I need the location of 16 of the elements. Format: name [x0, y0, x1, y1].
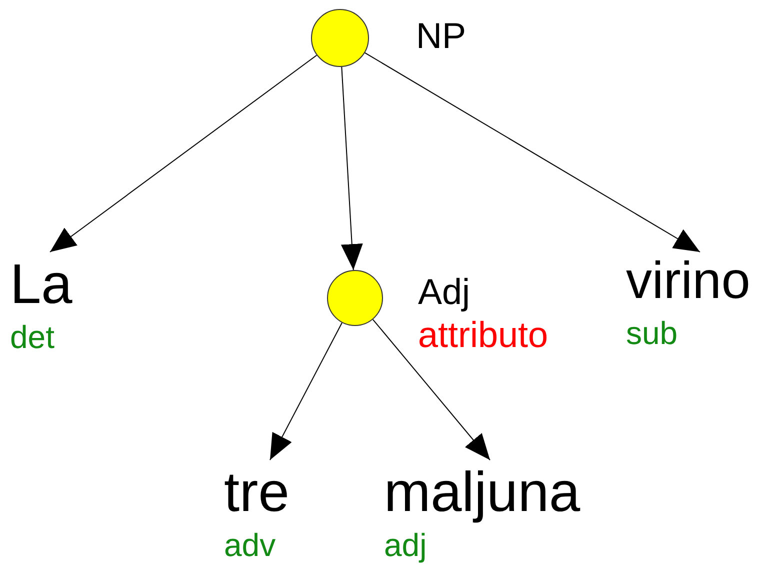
word-label: virino [626, 252, 750, 312]
arrow [364, 52, 700, 252]
arrow [270, 322, 342, 460]
function-label: attributo [418, 313, 548, 356]
phrase-label: NP [416, 14, 466, 58]
arrow [340, 66, 363, 271]
role-label: sub [626, 316, 678, 351]
role-label: det [10, 320, 54, 356]
word-label: maljuna [384, 460, 580, 524]
arrow [372, 319, 490, 460]
role-label: adj [384, 528, 427, 564]
phrase-label: Adj [418, 270, 472, 314]
word-label: tre [224, 460, 290, 524]
arrow [50, 54, 318, 252]
role-label: adv [224, 528, 276, 564]
word-label: La [10, 252, 72, 316]
